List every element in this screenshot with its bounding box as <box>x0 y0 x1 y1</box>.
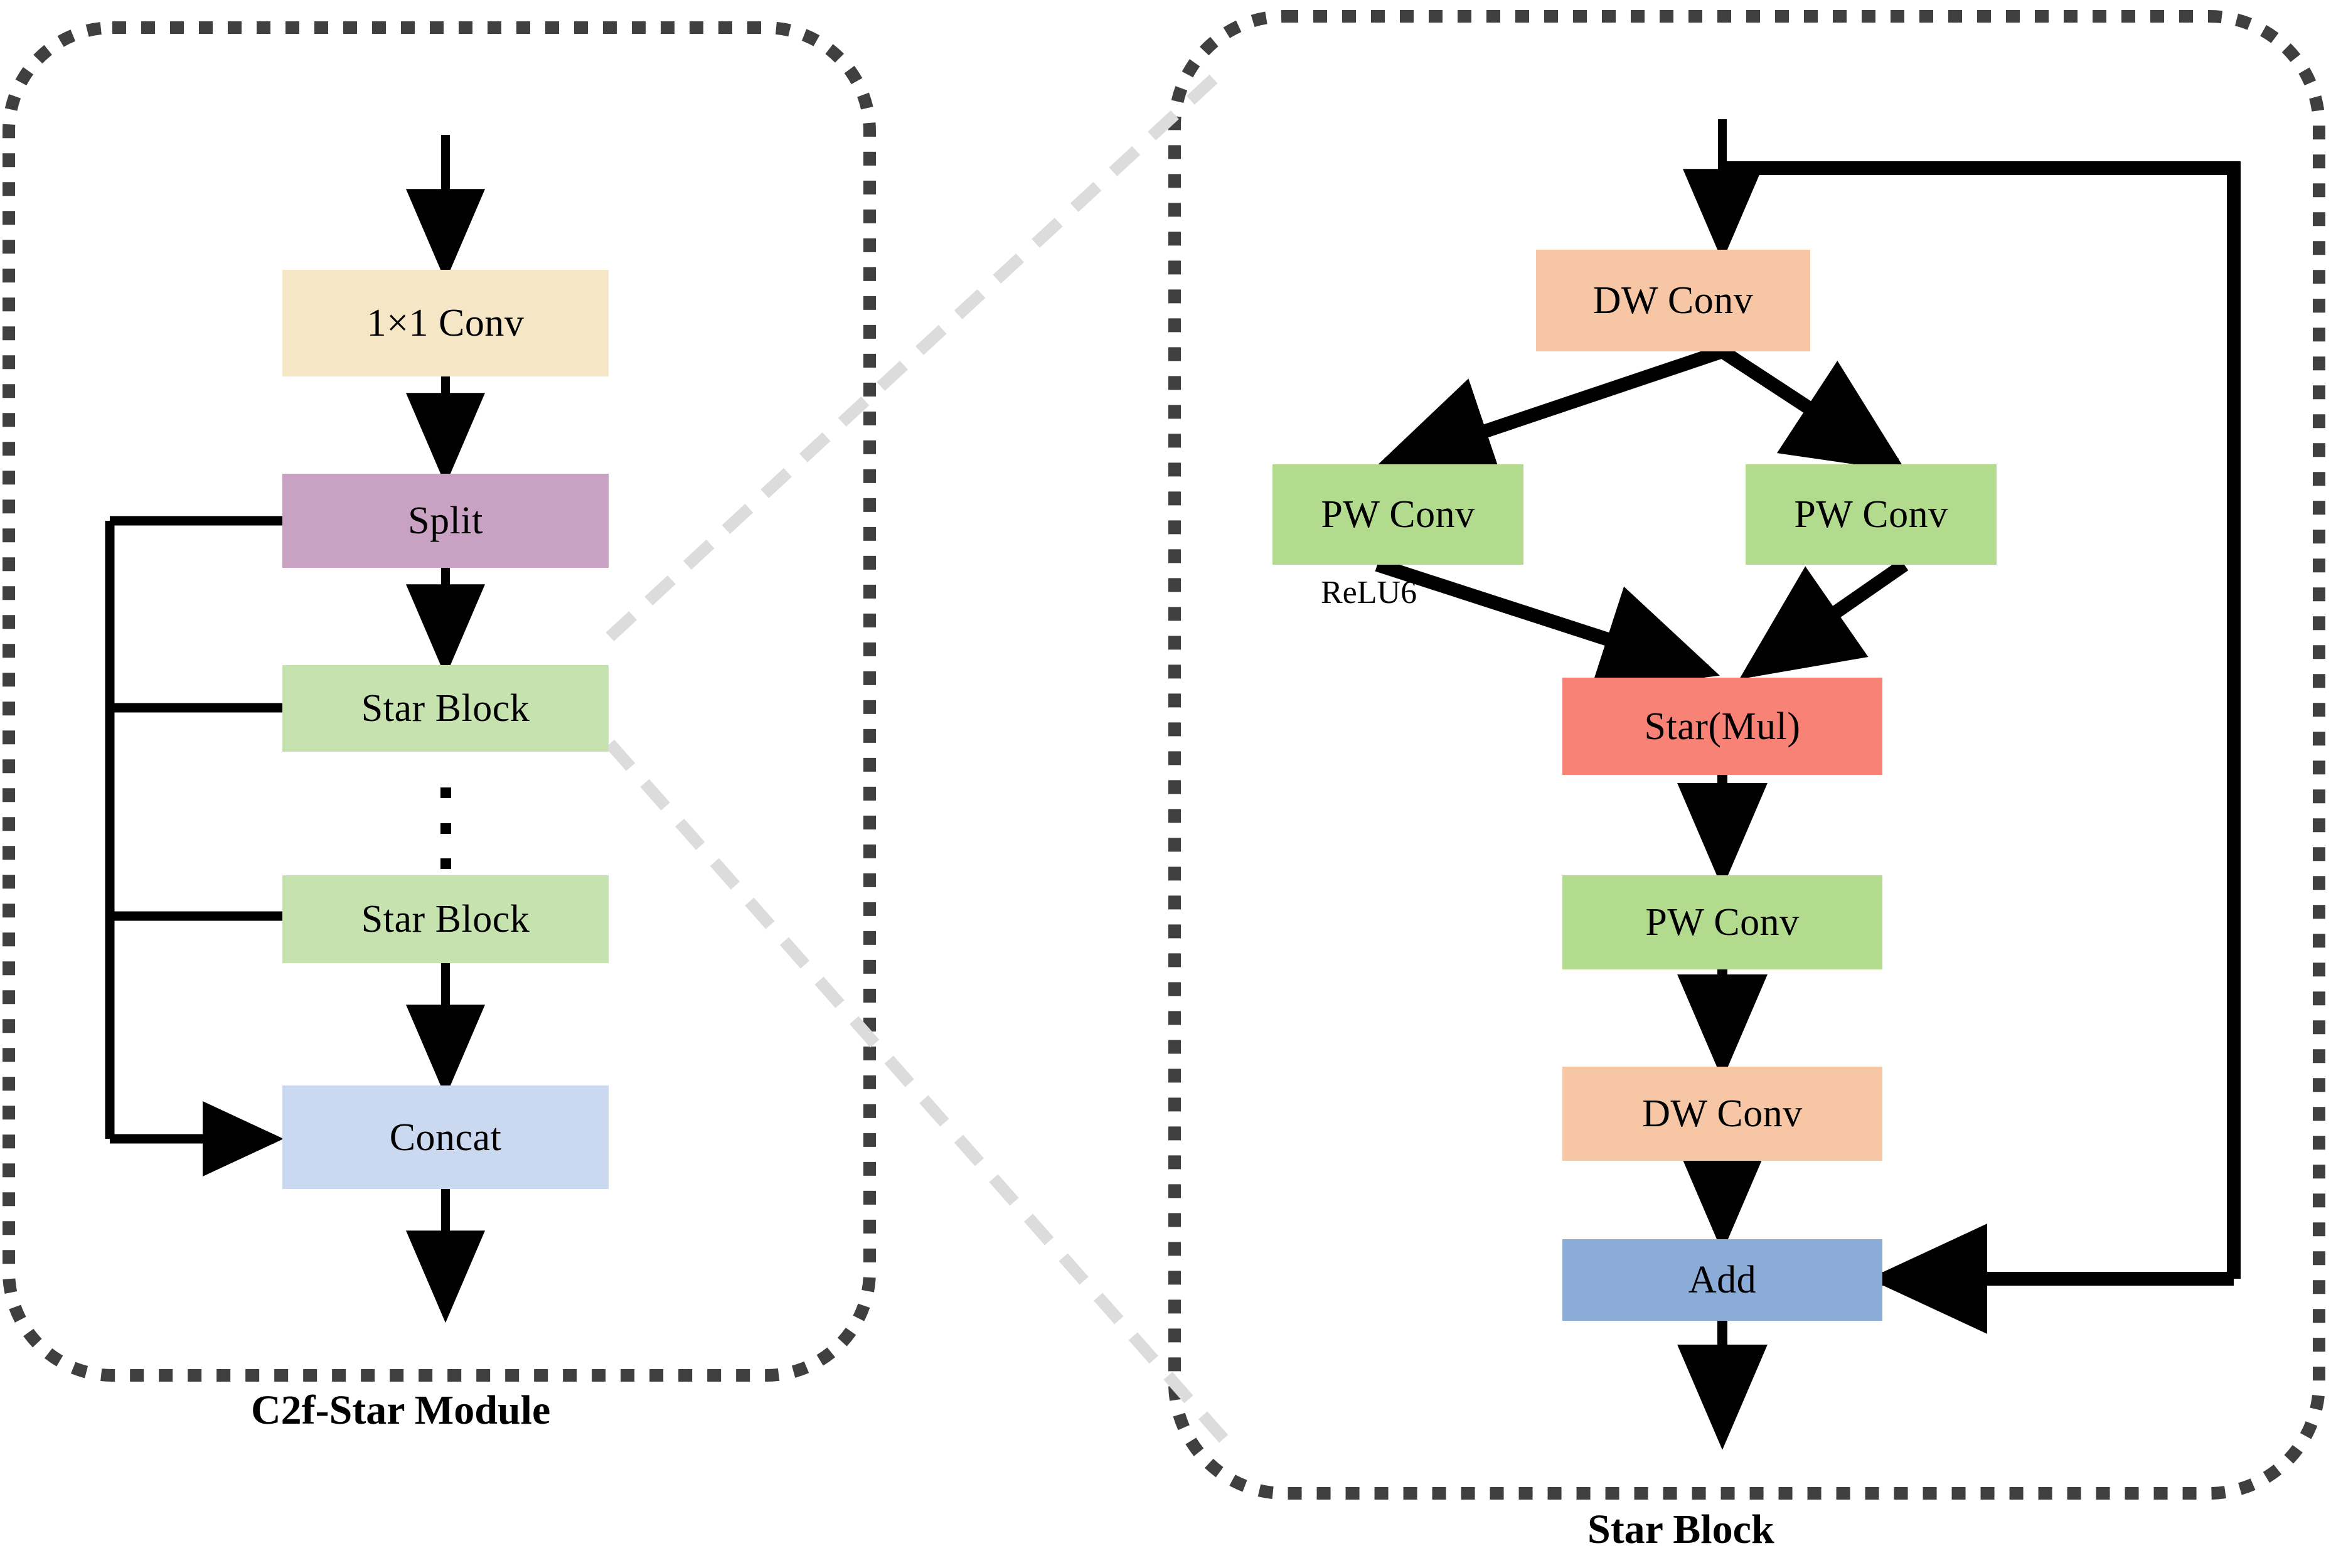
ellipsis-dot <box>440 787 451 798</box>
node-starblock-2-label: Star Block <box>361 898 530 941</box>
node-pwconv-mid[interactable]: PW Conv <box>1562 875 1882 969</box>
node-add-label: Add <box>1688 1259 1757 1301</box>
repeat-ellipsis <box>440 787 451 869</box>
c2f-star-panel-caption: C2f-Star Module <box>251 1387 551 1433</box>
node-split-label: Split <box>408 499 483 542</box>
ellipsis-dot <box>440 858 451 869</box>
node-starblock-1[interactable]: Star Block <box>282 665 609 752</box>
zoom-connector-lower <box>605 739 1238 1454</box>
arrow-dwconv-to-pwconv-left <box>1374 344 1725 484</box>
arrow-pwconv-left-to-starmul <box>1375 558 1720 692</box>
ellipsis-dot <box>440 823 451 834</box>
node-add[interactable]: Add <box>1562 1239 1882 1321</box>
node-dwconv-bot[interactable]: DW Conv <box>1562 1067 1882 1161</box>
node-pwconv-mid-label: PW Conv <box>1645 901 1800 944</box>
zoom-connector-upper <box>605 74 1219 641</box>
arrow-pwconv-right-to-starmul <box>1739 558 1909 680</box>
arrow-dwconv-to-pwconv-right <box>1718 345 1907 472</box>
node-conv1x1[interactable]: 1×1 Conv <box>282 270 609 376</box>
node-pwconv-left[interactable]: PW Conv <box>1272 464 1523 565</box>
relu6-annotation: ReLU6 <box>1321 575 1417 611</box>
node-pwconv-right[interactable]: PW Conv <box>1746 464 1997 565</box>
node-pwconv-left-label: PW Conv <box>1321 493 1475 536</box>
node-dwconv-top-label: DW Conv <box>1592 279 1754 322</box>
node-conv1x1-label: 1×1 Conv <box>366 302 525 344</box>
node-dwconv-top[interactable]: DW Conv <box>1536 250 1810 351</box>
node-starblock-2[interactable]: Star Block <box>282 875 609 963</box>
star-block-panel-caption: Star Block <box>1587 1507 1774 1552</box>
node-starblock-1-label: Star Block <box>361 687 530 730</box>
node-pwconv-right-label: PW Conv <box>1794 493 1948 536</box>
node-starmul[interactable]: Star(Mul) <box>1562 678 1882 775</box>
node-concat[interactable]: Concat <box>282 1085 609 1189</box>
node-split[interactable]: Split <box>282 474 609 568</box>
node-starmul-label: Star(Mul) <box>1644 705 1801 748</box>
node-dwconv-bot-label: DW Conv <box>1642 1092 1803 1135</box>
node-concat-label: Concat <box>389 1116 502 1159</box>
